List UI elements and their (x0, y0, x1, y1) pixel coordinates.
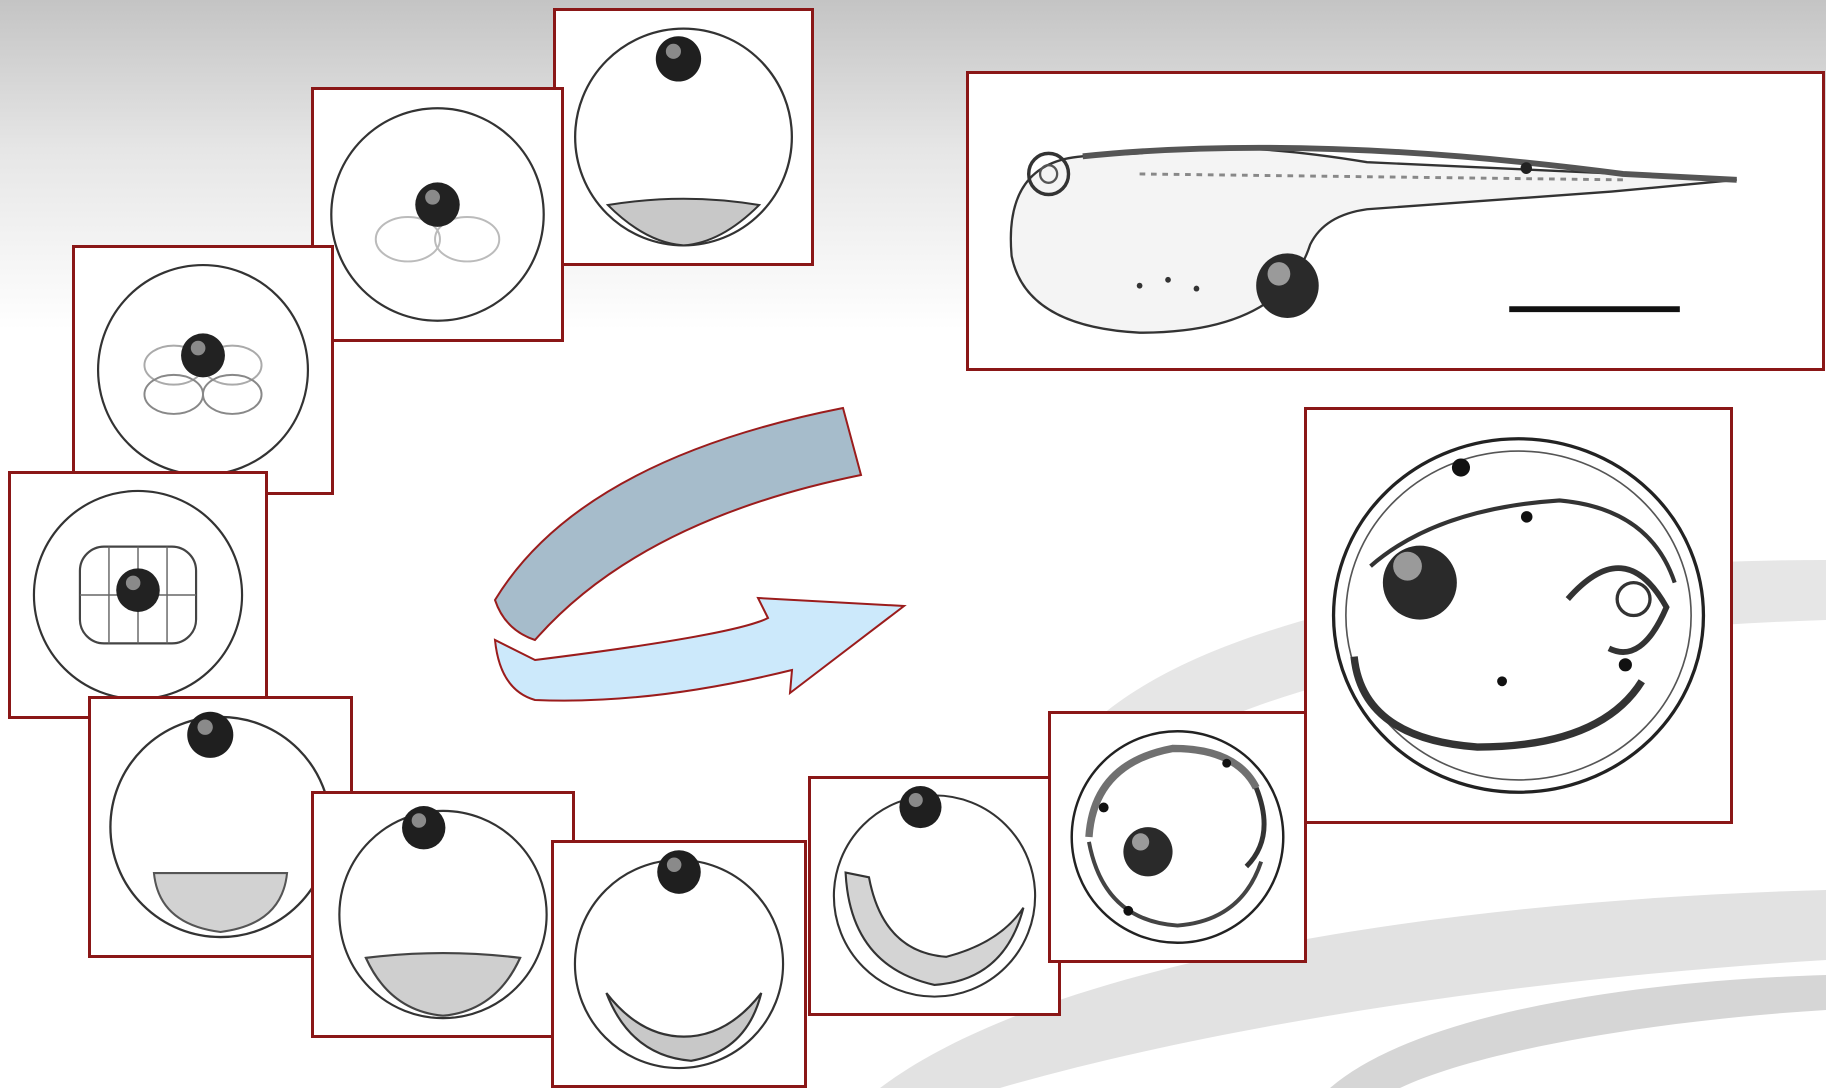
stage-segmentation (808, 776, 1061, 1016)
stage-embryo (1048, 711, 1307, 963)
stage-8-cell (8, 471, 268, 719)
curved-arrow-icon (480, 400, 910, 720)
stage-gastrula-late (551, 840, 807, 1088)
larva-icon (969, 74, 1822, 368)
egg-gastrula-early-icon (314, 794, 572, 1035)
egg-embryo-icon (1051, 714, 1304, 960)
stage-larva (966, 71, 1825, 371)
egg-8-cell-icon (11, 474, 265, 716)
egg-4-cell-icon (75, 248, 331, 492)
egg-segmentation-icon (811, 779, 1058, 1013)
egg-gastrula-late-icon (554, 843, 804, 1085)
stage-gastrula-early (311, 791, 575, 1038)
egg-1-cell-icon (556, 11, 811, 263)
egg-2-cell-icon (314, 90, 561, 339)
stage-pre-hatch (1304, 407, 1733, 824)
stage-1-cell (553, 8, 814, 266)
egg-pre-hatch-icon (1307, 410, 1730, 821)
stage-2-cell (311, 87, 564, 342)
stage-4-cell (72, 245, 334, 495)
